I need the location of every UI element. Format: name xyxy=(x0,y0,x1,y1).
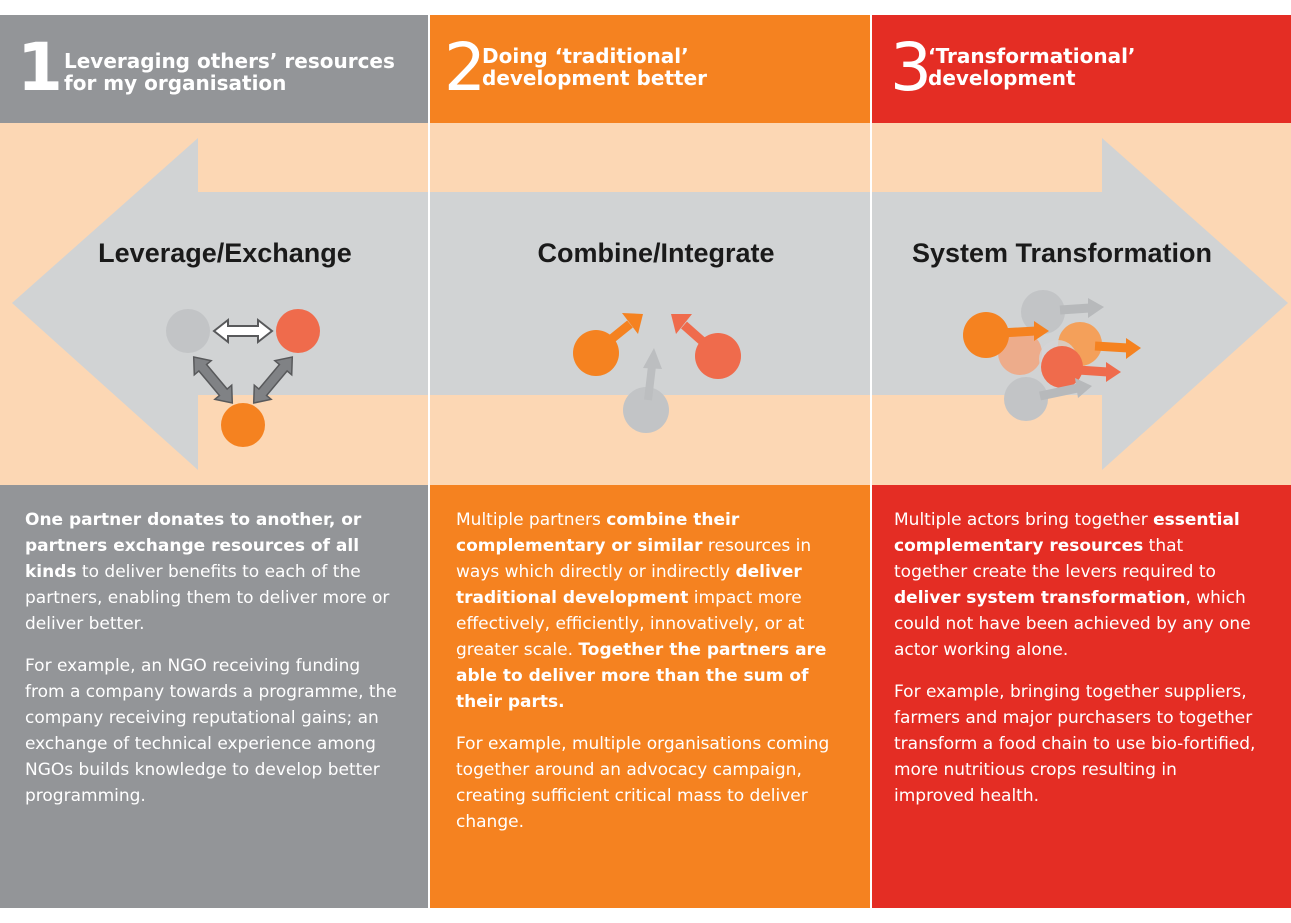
column-3-header: 3 ‘Transformational’ development xyxy=(872,15,1291,123)
text-run: Multiple partners xyxy=(456,510,607,530)
exchange-icon xyxy=(166,309,320,447)
column-2-paragraph-1: Multiple partners combine their compleme… xyxy=(456,507,844,715)
column-3-number: 3 xyxy=(890,29,932,106)
column-1-body: One partner donates to another, or partn… xyxy=(0,485,428,908)
text-run: that together create the levers required… xyxy=(894,536,1216,582)
double-arrow-shape xyxy=(12,138,1288,470)
text-run: Together the partners are able to delive… xyxy=(456,640,827,712)
column-1-title-line1: Leveraging others’ resources xyxy=(64,49,395,73)
column-1-title: Leveraging others’ resources for my orga… xyxy=(64,50,395,94)
text-run: , which could not have been achieved by … xyxy=(894,588,1251,660)
text-run: impact more effectively, efficiently, in… xyxy=(456,588,805,660)
stage-label-combine: Combine/Integrate xyxy=(537,238,774,268)
stage-label-system: System Transformation xyxy=(912,238,1212,268)
column-1-paragraph-2: For example, an NGO receiving funding fr… xyxy=(25,656,397,806)
column-3-title: ‘Transformational’ development xyxy=(928,45,1136,89)
text-run: Multiple actors bring together xyxy=(894,510,1154,530)
column-3-body: Multiple actors bring together essential… xyxy=(872,485,1291,908)
column-3-title-line1: ‘Transformational’ xyxy=(928,44,1136,68)
column-1-title-line2: for my organisation xyxy=(64,71,287,95)
column-2-paragraph-2: For example, multiple organisations comi… xyxy=(456,734,830,832)
transformation-icon xyxy=(963,290,1141,421)
divider-1 xyxy=(428,15,430,908)
text-run: combine their complementary or similar xyxy=(456,510,740,556)
text-run: essential complementary resources xyxy=(894,510,1240,556)
text-run: resources in ways which directly or indi… xyxy=(456,536,812,582)
column-3-paragraph-1: Multiple actors bring together essential… xyxy=(894,507,1257,663)
stage-label-leverage: Leverage/Exchange xyxy=(98,238,352,268)
column-2-header: 2 Doing ‘traditional’ development better xyxy=(430,15,870,123)
text-run: to deliver benefits to each of the partn… xyxy=(25,562,390,634)
combine-icon xyxy=(573,313,741,433)
column-2-body: Multiple partners combine their compleme… xyxy=(430,485,870,908)
column-1-number: 1 xyxy=(17,29,63,106)
text-run: deliver traditional development xyxy=(456,562,802,608)
column-2-title-line1: Doing ‘traditional’ xyxy=(482,44,689,68)
text-run: One partner donates to another, or partn… xyxy=(25,510,362,582)
column-2-number: 2 xyxy=(444,29,486,106)
column-3-title-line2: development xyxy=(928,66,1076,90)
column-2-title: Doing ‘traditional’ development better xyxy=(482,45,707,89)
text-run: deliver system transformation xyxy=(894,588,1186,608)
column-1-paragraph-1: One partner donates to another, or partn… xyxy=(25,507,398,637)
divider-2 xyxy=(870,15,872,908)
column-2-title-line2: development better xyxy=(482,66,707,90)
column-1-header: 1 Leveraging others’ resources for my or… xyxy=(0,15,428,123)
column-3-paragraph-2: For example, bringing together suppliers… xyxy=(894,682,1256,806)
